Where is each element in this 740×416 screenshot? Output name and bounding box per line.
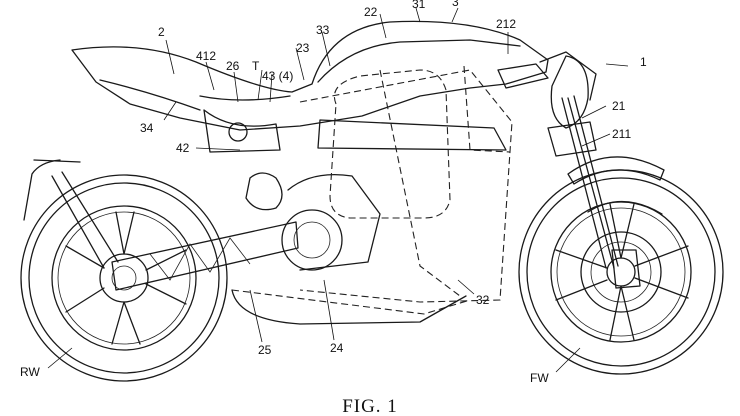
label-211: 211 (612, 127, 631, 141)
label-RW: RW (20, 365, 40, 379)
label-22: 22 (364, 5, 378, 19)
label-34: 34 (140, 121, 154, 135)
label-24: 24 (330, 341, 344, 355)
label-31: 31 (412, 0, 426, 11)
body (23, 20, 549, 221)
label-T: T (252, 59, 260, 73)
label-1: 1 (640, 55, 647, 69)
label-25: 25 (258, 343, 272, 357)
figure-caption: FIG. 1 (342, 396, 398, 416)
label-FW: FW (530, 371, 549, 385)
label-33: 33 (316, 23, 330, 37)
rear-wheel (20, 174, 228, 382)
front-fender (567, 156, 665, 185)
label-2: 2 (158, 25, 165, 39)
front-wheel (518, 169, 724, 375)
swingarm (51, 171, 299, 291)
front-fork (497, 51, 641, 289)
label-212: 212 (496, 17, 516, 31)
label-23: 23 (296, 41, 310, 55)
label-21: 21 (612, 99, 626, 113)
label-3: 3 (452, 0, 459, 9)
label-412: 412 (196, 49, 216, 63)
label-26: 26 (226, 59, 240, 73)
label-32: 32 (476, 293, 490, 307)
powertrain (231, 65, 513, 325)
label-42: 42 (176, 141, 190, 155)
leader-lines (47, 7, 629, 373)
label-43: 43 (4) (262, 69, 293, 83)
